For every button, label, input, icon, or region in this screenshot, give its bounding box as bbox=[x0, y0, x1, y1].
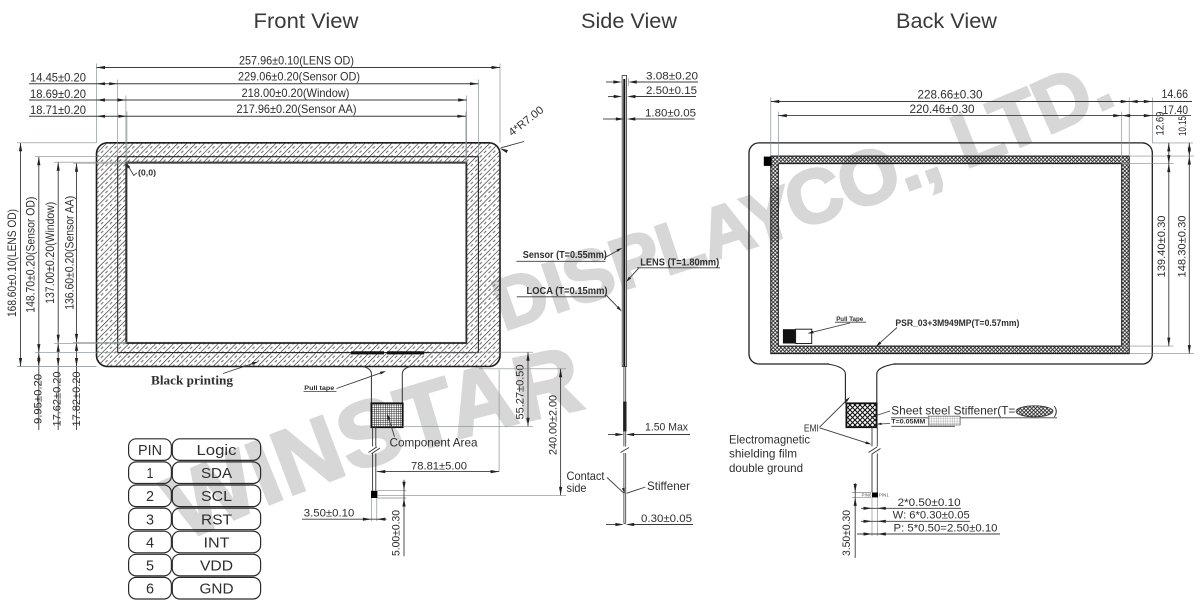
svg-text:Pull tape: Pull tape bbox=[304, 385, 334, 392]
svg-text:T=0.05MM: T=0.05MM bbox=[891, 419, 925, 426]
svg-text:148.30±0.30: 148.30±0.30 bbox=[1177, 216, 1189, 278]
svg-text:228.66±0.30: 228.66±0.30 bbox=[918, 88, 983, 102]
svg-text:217.96±0.20(Sensor AA): 217.96±0.20(Sensor AA) bbox=[237, 102, 357, 116]
svg-text:LENS (T=1.80mm): LENS (T=1.80mm) bbox=[640, 257, 719, 268]
svg-text:0.30±0.05: 0.30±0.05 bbox=[641, 513, 692, 525]
svg-text:14.66: 14.66 bbox=[1162, 87, 1189, 101]
svg-text:P: 5*0.50=2.50±0.10: P: 5*0.50=2.50±0.10 bbox=[894, 522, 998, 534]
svg-text:2*0.50±0.10: 2*0.50±0.10 bbox=[898, 497, 961, 509]
svg-text:3.08±0.20: 3.08±0.20 bbox=[646, 70, 698, 82]
svg-text:side: side bbox=[567, 481, 587, 495]
svg-text:148.70±0.20(Sensor OD): 148.70±0.20(Sensor OD) bbox=[24, 197, 38, 313]
svg-text:SCL: SCL bbox=[201, 488, 232, 505]
svg-text:PIN6: PIN6 bbox=[862, 493, 873, 498]
svg-text:5.00±0.30: 5.00±0.30 bbox=[390, 510, 402, 556]
svg-text:9.95±0.20: 9.95±0.20 bbox=[33, 374, 45, 424]
svg-text:6: 6 bbox=[146, 581, 154, 598]
svg-text:LOCA (T=0.15mm): LOCA (T=0.15mm) bbox=[527, 286, 608, 297]
svg-text:W: 6*0.30±0.05: W: 6*0.30±0.05 bbox=[893, 510, 970, 522]
svg-text:Side View: Side View bbox=[581, 10, 678, 33]
svg-text:3: 3 bbox=[146, 511, 154, 528]
svg-text:5: 5 bbox=[146, 558, 154, 575]
svg-text:17.62±0.20: 17.62±0.20 bbox=[52, 372, 64, 427]
svg-text:EMI: EMI bbox=[804, 422, 819, 434]
svg-text:Stiffener: Stiffener bbox=[647, 479, 690, 493]
svg-text:2.50±0.15: 2.50±0.15 bbox=[646, 85, 697, 97]
svg-text:2: 2 bbox=[146, 488, 154, 505]
svg-text:VDD: VDD bbox=[200, 558, 233, 575]
svg-text:Sheet steel Stiffener(T=: Sheet steel Stiffener(T= bbox=[891, 404, 1015, 418]
svg-text:RST: RST bbox=[201, 511, 232, 528]
svg-text:Electromagnetic: Electromagnetic bbox=[729, 433, 810, 447]
svg-text:240.00±2.00: 240.00±2.00 bbox=[547, 395, 559, 455]
svg-text:137.00±0.20(Window): 137.00±0.20(Window) bbox=[43, 202, 57, 304]
svg-text:18.71±0.20: 18.71±0.20 bbox=[30, 103, 86, 117]
svg-text:18.69±0.20: 18.69±0.20 bbox=[30, 87, 86, 101]
svg-text:(0,0): (0,0) bbox=[138, 168, 156, 177]
svg-text:3.50±0.30: 3.50±0.30 bbox=[841, 510, 853, 556]
svg-text:1.80±0.05: 1.80±0.05 bbox=[645, 107, 696, 119]
svg-text:double ground: double ground bbox=[729, 461, 803, 475]
svg-text:257.96±0.10(LENS OD): 257.96±0.10(LENS OD) bbox=[239, 54, 354, 68]
svg-text:): ) bbox=[1054, 404, 1058, 418]
svg-text:Front View: Front View bbox=[254, 10, 360, 33]
svg-text:17.40: 17.40 bbox=[1163, 103, 1189, 117]
svg-text:78.81±5.00: 78.81±5.00 bbox=[411, 461, 467, 473]
svg-text:168.60±0.10(LENS OD): 168.60±0.10(LENS OD) bbox=[5, 209, 19, 317]
svg-text:17.82±0.20: 17.82±0.20 bbox=[71, 372, 83, 427]
svg-text:139.40±0.30: 139.40±0.30 bbox=[1156, 216, 1168, 278]
svg-text:Contact: Contact bbox=[567, 469, 606, 483]
svg-text:SDA: SDA bbox=[201, 465, 232, 482]
svg-text:14.45±0.20: 14.45±0.20 bbox=[30, 71, 86, 85]
svg-text:218.00±0.20(Window): 218.00±0.20(Window) bbox=[242, 86, 350, 100]
svg-text:136.60±0.20(Sensor AA): 136.60±0.20(Sensor AA) bbox=[63, 196, 77, 310]
svg-text:Logic: Logic bbox=[197, 442, 238, 459]
svg-text:1: 1 bbox=[147, 465, 154, 482]
svg-text:INT: INT bbox=[204, 534, 230, 551]
svg-text:Component Area: Component Area bbox=[390, 435, 478, 449]
svg-text:Back View: Back View bbox=[896, 10, 998, 33]
svg-text:Sensor (T=0.55mm): Sensor (T=0.55mm) bbox=[523, 250, 607, 261]
svg-text:12.69: 12.69 bbox=[1154, 112, 1166, 136]
svg-text:229.06±0.20(Sensor OD): 229.06±0.20(Sensor OD) bbox=[238, 70, 360, 84]
svg-text:Pull Tape: Pull Tape bbox=[836, 316, 863, 323]
svg-text:shielding film: shielding film bbox=[729, 447, 797, 461]
svg-text:4: 4 bbox=[146, 534, 154, 551]
svg-text:10.15: 10.15 bbox=[1177, 116, 1189, 136]
svg-text:PIN1: PIN1 bbox=[879, 492, 890, 497]
svg-text:220.46±0.30: 220.46±0.30 bbox=[910, 102, 975, 116]
svg-text:GND: GND bbox=[200, 581, 234, 598]
svg-text:PIN: PIN bbox=[138, 442, 162, 459]
svg-text:55.27±0.50: 55.27±0.50 bbox=[515, 365, 527, 420]
svg-text:1.50 Max: 1.50 Max bbox=[645, 422, 688, 434]
svg-text:PSR_03+3M949MP(T=0.57mm): PSR_03+3M949MP(T=0.57mm) bbox=[895, 318, 1019, 329]
svg-text:Black printing: Black printing bbox=[151, 373, 234, 388]
svg-text:3.50±0.10: 3.50±0.10 bbox=[304, 508, 355, 520]
